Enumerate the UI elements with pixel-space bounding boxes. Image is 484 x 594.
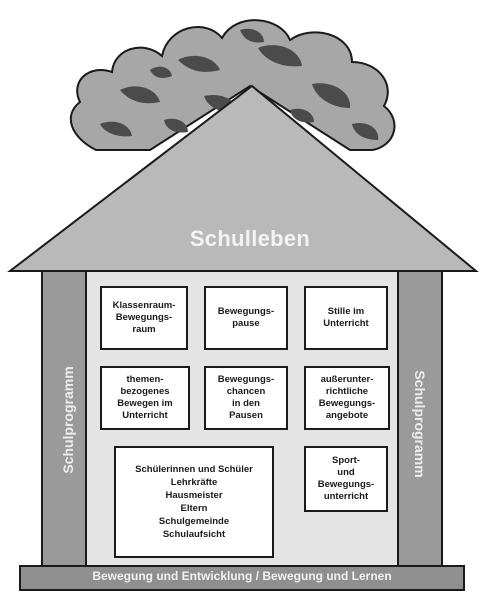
- box-bewegungschancen-pausen: Bewegungs- chancen in den Pausen: [204, 366, 288, 430]
- tree-canopy: [69, 19, 396, 151]
- box-label: Bewegungs- chancen in den Pausen: [217, 374, 275, 421]
- pillar-left: [41, 270, 87, 568]
- box-label: themen- bezogenes Bewegen im Unterricht: [117, 374, 173, 421]
- box-schulgemeinde-akteure: Schülerinnen und Schüler Lehrkräfte Haus…: [114, 446, 274, 558]
- foundation: [19, 565, 465, 591]
- box-stille-im-unterricht: Stille im Unterricht: [304, 286, 388, 350]
- pillar-left-label: Schulprogramm: [60, 366, 76, 474]
- foundation-label: Bewegung und Entwicklung / Bewegung und …: [92, 569, 392, 583]
- box-label: Stille im Unterricht: [323, 306, 369, 329]
- box-label: Klassenraum- Bewegungs- raum: [112, 300, 176, 335]
- box-label: Sport- und Bewegungs- unterricht: [317, 455, 375, 502]
- box-label: Bewegungs- pause: [217, 306, 275, 329]
- box-bewegungspause: Bewegungs- pause: [204, 286, 288, 350]
- box-label: außerunter- richtliche Bewegungs- angebo…: [318, 374, 376, 421]
- box-themenbezogenes-bewegen: themen- bezogenes Bewegen im Unterricht: [100, 366, 190, 430]
- pillar-right-label: Schulprogramm: [412, 370, 428, 478]
- pillar-right: [397, 270, 443, 568]
- box-sport-und-bewegungsunterricht: Sport- und Bewegungs- unterricht: [304, 446, 388, 512]
- roof-title: Schulleben: [189, 226, 311, 251]
- box-ausserunterrichtliche-angebote: außerunter- richtliche Bewegungs- angebo…: [304, 366, 390, 430]
- box-klassenraum-bewegungsraum: Klassenraum- Bewegungs- raum: [100, 286, 188, 350]
- box-label: Schülerinnen und Schüler Lehrkräfte Haus…: [135, 464, 253, 540]
